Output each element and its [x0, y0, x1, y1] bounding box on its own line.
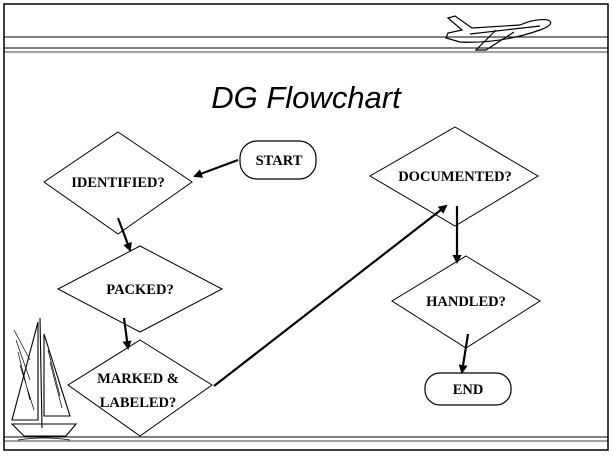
- header-band: [4, 36, 608, 53]
- documented-label: DOCUMENTED?: [398, 169, 512, 185]
- footer-band: [4, 436, 608, 442]
- end-label: END: [453, 382, 484, 398]
- arrow-handled-to-end: [458, 333, 470, 374]
- arrow-start-to-identified: [193, 158, 239, 178]
- marked-label-line2: LABELED?: [100, 395, 177, 411]
- marked-label-line1: MARKED &: [97, 371, 179, 387]
- identified-label: IDENTIFIED?: [71, 175, 164, 191]
- arrow-packed-to-marked: [122, 317, 132, 350]
- packed-label: PACKED?: [106, 282, 173, 298]
- handled-label: HANDLED?: [426, 294, 506, 310]
- arrow-identified-to-packed: [116, 217, 132, 252]
- arrow-marked-to-documented: [213, 204, 448, 387]
- airplane-icon: [445, 15, 552, 51]
- end-terminal: [424, 372, 512, 406]
- identified-diamond: [43, 131, 193, 235]
- documented-diamond: [369, 126, 539, 227]
- page-title: DG Flowchart: [211, 80, 402, 115]
- start-terminal: [239, 140, 317, 180]
- packed-diamond: [56, 245, 224, 333]
- sailboat-icon: [10, 317, 78, 441]
- marked-labeled-diamond: [67, 339, 213, 437]
- start-label: START: [256, 153, 303, 169]
